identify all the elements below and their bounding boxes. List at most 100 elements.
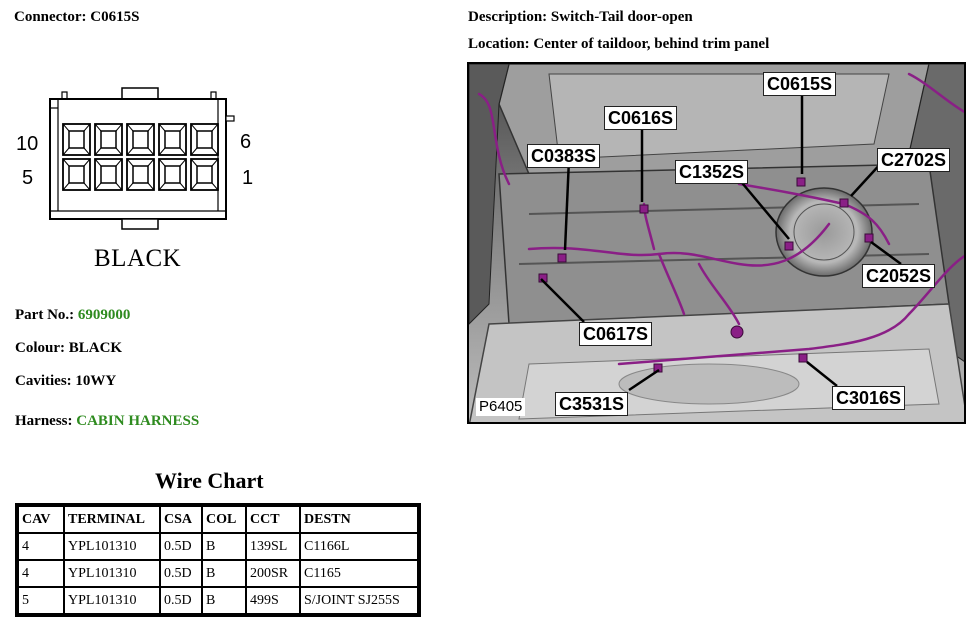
connector-label: Connector: [14,9,87,25]
harness-label: Harness: [15,413,73,429]
cavity-chamfer-line [115,182,123,191]
cavity-terminal [132,165,149,184]
cavity-chamfer-line [83,182,91,191]
cell-cav: 4 [18,533,64,560]
cavity-chamfer-line [94,123,102,132]
callout-c2052s[interactable]: C2052S [862,264,936,288]
callout-c3531s[interactable]: C3531S [555,392,629,416]
callout-c0616s[interactable]: C0616S [604,106,678,130]
wire-chart-title: Wire Chart [155,468,264,493]
colour-line: Colour: BLACK [15,340,122,357]
header-cav: CAV [18,506,64,533]
cell-cav: 5 [18,587,64,614]
header-csa: CSA [160,506,202,533]
pin-number-top-left: 10 [16,133,38,155]
cavities-label: Cavities: [15,373,72,389]
cell-terminal: YPL101310 [64,560,160,587]
cavity-chamfer-line [83,158,91,167]
cavity-chamfer-line [115,158,123,167]
cavity-chamfer-line [179,182,187,191]
cell-col: B [202,587,246,614]
connector-id: C0615S [90,9,140,25]
cell-cct: 499S [246,587,300,614]
wire-chart-table: CAV TERMINAL CSA COL CCT DESTN 4 YPL1013… [15,503,421,617]
cavity-chamfer-line [83,123,91,132]
cavity-chamfer-line [126,123,134,132]
cavity-terminal [164,130,181,149]
table-row: 4 YPL101310 0.5D B 139SL C1166L [18,533,418,560]
colour-label: Colour: [15,340,65,356]
cavity-chamfer-line [190,158,198,167]
cell-destn: C1166L [300,533,418,560]
photo-code: P6405 [476,398,526,416]
cavity-terminal [196,165,213,184]
location-line: Location: Center of taildoor, behind tri… [468,36,769,53]
cell-csa: 0.5D [160,587,202,614]
cell-destn: S/JOINT SJ255S [300,587,418,614]
cavity-terminal [196,130,213,149]
cell-cct: 200SR [246,560,300,587]
harness-line: Harness: CABIN HARNESS [15,413,199,430]
header-terminal: TERMINAL [64,506,160,533]
cavity-chamfer-line [126,182,134,191]
callout-c3016s[interactable]: C3016S [832,386,906,410]
part-number-label: Part No.: [15,307,75,323]
cavity-chamfer-line [211,123,219,132]
cavity-chamfer-line [94,158,102,167]
header-destn: DESTN [300,506,418,533]
cavities-line: Cavities: 10WY [15,373,116,390]
cavity-chamfer-line [83,147,91,156]
connector-heading: Connector: C0615S [14,9,139,26]
cavity-grid [62,123,219,191]
cavity-terminal [132,130,149,149]
pin-number-bottom-right: 1 [242,167,253,189]
cell-cav: 4 [18,560,64,587]
photo-illustration [469,64,964,422]
cavity-chamfer-line [126,158,134,167]
callout-c0617s[interactable]: C0617S [579,322,653,346]
description-line: Description: Switch-Tail door-open [468,9,693,26]
location-photo[interactable]: C0615S C0616S C0383S C1352S C2702S C2052… [467,62,966,424]
cavity-chamfer-line [147,147,155,156]
cavity-chamfer-line [179,123,187,132]
pin-number-bottom-left: 5 [22,167,33,189]
table-row: 5 YPL101310 0.5D B 499S S/JOINT SJ255S [18,587,418,614]
wire-chart-header-row: CAV TERMINAL CSA COL CCT DESTN [18,506,418,533]
callout-c0615s[interactable]: C0615S [763,72,837,96]
location-label: Location: [468,36,530,52]
cavity-chamfer-line [94,147,102,156]
cavity-chamfer-line [158,123,166,132]
cell-col: B [202,533,246,560]
cavity-chamfer-line [126,147,134,156]
cell-cct: 139SL [246,533,300,560]
connector-color-label: BLACK [94,245,181,272]
harness-link[interactable]: CABIN HARNESS [76,413,200,429]
cavity-terminal [100,165,117,184]
cavity-chamfer-line [211,147,219,156]
cavity-terminal [100,130,117,149]
callout-c2702s[interactable]: C2702S [877,148,951,172]
cavity-chamfer-line [62,158,70,167]
cavity-chamfer-line [211,158,219,167]
cavity-chamfer-line [115,147,123,156]
cell-terminal: YPL101310 [64,587,160,614]
callout-c0383s[interactable]: C0383S [527,144,601,168]
description-value: Switch-Tail door-open [550,9,693,25]
callout-c1352s[interactable]: C1352S [675,160,749,184]
part-number-link[interactable]: 6909000 [77,307,131,323]
cavity-terminal [68,165,85,184]
table-row: 4 YPL101310 0.5D B 200SR C1165 [18,560,418,587]
cavity-chamfer-line [147,182,155,191]
cell-terminal: YPL101310 [64,533,160,560]
cavity-chamfer-line [62,123,70,132]
connector-diagram: 10 5 6 1 BLACK [14,86,264,276]
cell-destn: C1165 [300,560,418,587]
cell-csa: 0.5D [160,533,202,560]
cavity-chamfer-line [190,147,198,156]
cavity-terminal [164,165,181,184]
cavity-chamfer-line [147,123,155,132]
cavities-value: 10WY [75,373,117,389]
cavity-chamfer-line [179,147,187,156]
cavity-chamfer-line [62,182,70,191]
cavity-chamfer-line [62,147,70,156]
